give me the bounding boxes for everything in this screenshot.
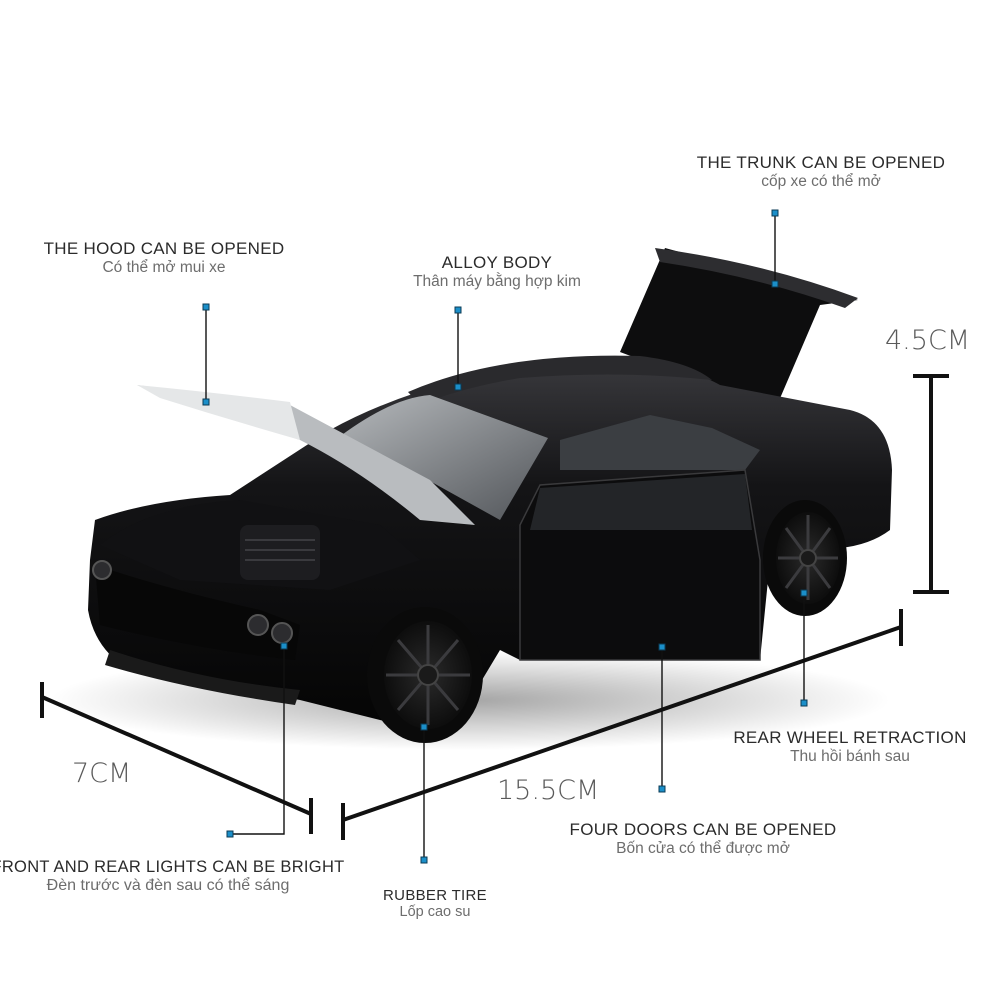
dimension-length: 15.5CM (497, 775, 600, 806)
callout-doors-title: FOUR DOORS CAN BE OPENED (569, 820, 837, 839)
callout-body: ALLOY BODY Thân máy bằng hợp kim (413, 253, 581, 291)
callout-lines (205, 213, 805, 860)
callout-doors-subtitle: Bốn cửa có thể được mở (616, 840, 790, 857)
hood (137, 385, 475, 525)
callout-tire-title: RUBBER TIRE (383, 887, 487, 904)
headlight-right (247, 614, 269, 636)
callout-body-title: ALLOY BODY (441, 253, 553, 272)
callout-hood-title: THE HOOD CAN BE OPENED (43, 239, 285, 258)
callout-lights-subtitle: Đèn trước và đèn sau có thể sáng (46, 877, 290, 894)
callout-rear-wheel: REAR WHEEL RETRACTION Thu hồi bánh sau (733, 728, 966, 766)
spoiler (655, 248, 858, 308)
windshield (335, 395, 548, 520)
callout-rear-wheel-subtitle: Thu hồi bánh sau (790, 748, 910, 765)
callout-tire-subtitle: Lốp cao su (399, 904, 471, 920)
callout-lights: FRONT AND REAR LIGHTS CAN BE BRIGHT Đèn … (0, 858, 345, 895)
callout-hood-subtitle: Có thể mở mui xe (102, 259, 226, 276)
front-grille (95, 565, 300, 660)
front-wheel (367, 607, 483, 743)
callout-hood: THE HOOD CAN BE OPENED Có thể mở mui xe (44, 239, 285, 277)
callout-doors: FOUR DOORS CAN BE OPENED Bốn cửa có thể … (570, 820, 837, 858)
callout-tire: RUBBER TIRE Lốp cao su (383, 887, 487, 920)
callout-lights-title: FRONT AND REAR LIGHTS CAN BE BRIGHT (0, 858, 345, 876)
callout-body-subtitle: Thân máy bằng hợp kim (413, 273, 581, 290)
dimension-width: 7CM (72, 758, 132, 789)
callout-trunk: THE TRUNK CAN BE OPENED cốp xe có thể mở (697, 153, 945, 191)
headlight-left (92, 560, 112, 580)
callout-dots (202, 209, 808, 864)
dimension-height: 4.5CM (885, 325, 971, 356)
side-window (560, 415, 760, 470)
engine (240, 525, 320, 580)
callout-rear-wheel-title: REAR WHEEL RETRACTION (733, 728, 967, 747)
dimension-lines (40, 374, 949, 840)
rear-wheel (763, 500, 847, 616)
callout-trunk-subtitle: cốp xe có thể mở (761, 173, 881, 190)
callout-trunk-title: THE TRUNK CAN BE OPENED (696, 153, 946, 172)
